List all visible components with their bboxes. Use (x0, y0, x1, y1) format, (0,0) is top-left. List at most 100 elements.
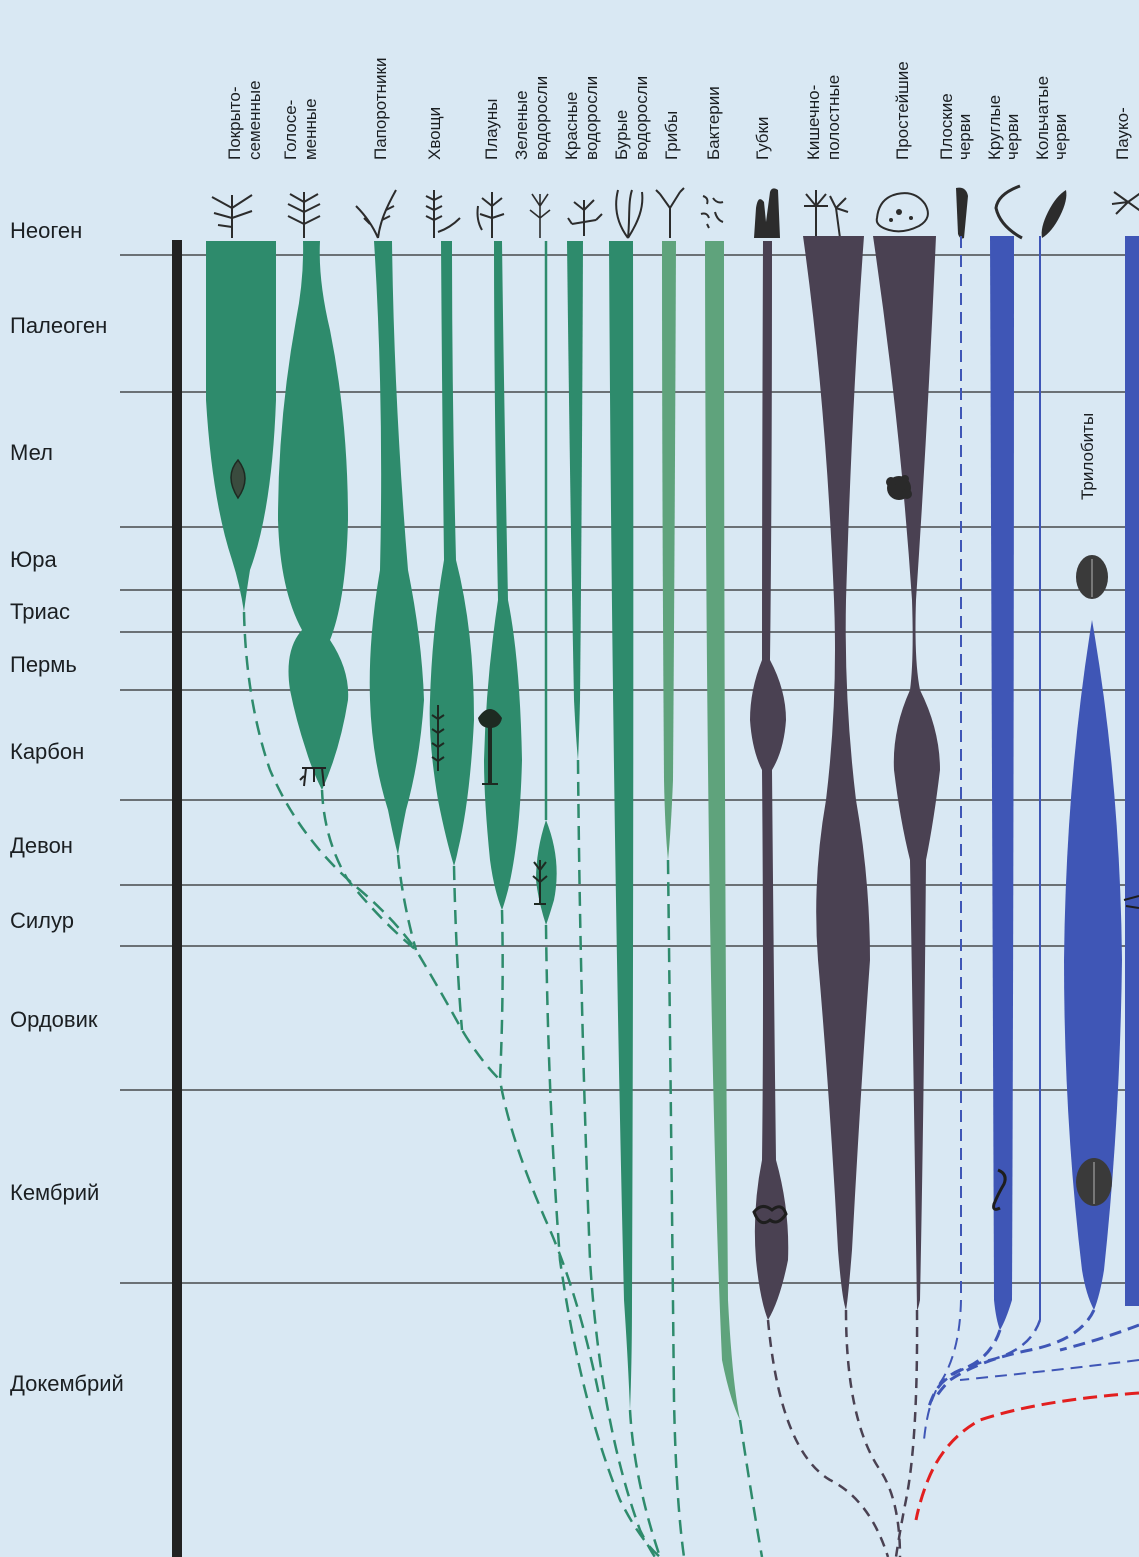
group-label-annelids-1: Кольчатые (1033, 76, 1052, 160)
period-label-carboniferous: Карбон (10, 739, 84, 764)
group-label-coelenterates-2: полостные (824, 75, 843, 160)
coelenterate-icon (804, 190, 849, 239)
protozoa-icon (875, 192, 929, 233)
brown-algae-icon (615, 189, 644, 239)
angiosperms-ancestry (242, 611, 418, 951)
trilobite-icon (1076, 555, 1108, 599)
group-label-fungi: Грибы (662, 111, 681, 160)
sponge-icon (754, 188, 780, 238)
period-label-cretaceous: Мел (10, 440, 53, 465)
early-plant-icon (532, 860, 548, 905)
period-labels: Неоген Палеоген Мел Юра Триас Пермь Карб… (10, 218, 124, 1396)
coelenterates-lineage (803, 236, 870, 1310)
group-label-protozoa: Простейшие (893, 61, 912, 160)
club-mosses-ancestry (498, 909, 602, 1401)
horsetail-fossil-icon (431, 705, 445, 771)
time-axis-bar (172, 240, 182, 1557)
arachnids-ancestry (1059, 1323, 1139, 1352)
period-label-precambrian: Докембрий (10, 1371, 124, 1396)
flatworms-ancestry (923, 1299, 962, 1441)
group-label-roundworms-1: Круглые (985, 95, 1004, 160)
group-label-flatworms-2: черви (955, 114, 974, 160)
trilobite-icon-2 (1076, 1158, 1112, 1206)
group-label-roundworms-2: черви (1003, 114, 1022, 160)
group-label-flatworms-1: Плоские (937, 93, 956, 160)
trilobites-ancestry (932, 1309, 1096, 1401)
arachnid-fossil-icon (1123, 895, 1139, 909)
group-label-bacteria: Бактерии (704, 86, 723, 160)
club-mosses-lineage (484, 241, 522, 910)
angiosperms-lineage (206, 241, 276, 612)
group-label-red-algae-2: водоросли (582, 76, 601, 160)
group-label-annelids-2: черви (1051, 114, 1070, 160)
fungi-icon (655, 187, 685, 238)
brown-algae-ancestry (628, 1409, 662, 1557)
group-label-coelenterates-1: Кишечно- (804, 85, 823, 160)
annelid-icon (1041, 190, 1067, 238)
group-label-club-mosses: Плауны (482, 98, 501, 160)
worm-fossil-icon (992, 1168, 1007, 1211)
group-label-brown-algae-2: водоросли (632, 76, 651, 160)
sponge-fossil-icon (752, 1205, 788, 1225)
seed-fern-icon (299, 767, 326, 787)
red-algae-ancestry (576, 759, 657, 1557)
green-algae-bulge (536, 820, 557, 925)
conifer-icon (287, 192, 321, 238)
period-label-devonian: Девон (10, 833, 73, 858)
gymnosperms-lineage (278, 241, 349, 790)
group-label-gymnosperms-1: Голосе- (281, 100, 300, 160)
fungi-ancestry (666, 859, 686, 1557)
group-label-horsetails: Хвощи (425, 107, 444, 160)
fern-icon (355, 189, 397, 239)
group-label-green-algae-2: водоросли (532, 76, 551, 160)
green-algae-icon (529, 193, 551, 238)
period-label-permian: Пермь (10, 652, 77, 677)
group-label-angiosperms-1: Покрыто- (225, 87, 244, 161)
club-moss-icon (476, 192, 505, 238)
plant-lineages (206, 241, 764, 1557)
worm-lineages (914, 236, 1139, 1521)
roundworms-lineage (990, 236, 1014, 1330)
period-label-neogene: Неоген (10, 218, 82, 243)
group-label-ferns: Папоротники (371, 58, 390, 160)
period-label-triassic: Триас (10, 599, 70, 624)
roundworms-ancestry (926, 1329, 1002, 1411)
ferns-ancestry (396, 854, 418, 951)
flatworm-icon (956, 187, 968, 239)
period-label-cambrian: Кембрий (10, 1180, 99, 1205)
lepidodendron-icon (478, 709, 502, 785)
arachnid-icon (1111, 191, 1139, 215)
group-label-green-algae-1: Зеленые (512, 90, 531, 160)
sponges-ancestry (766, 1319, 890, 1557)
fossil-illustrations (230, 458, 1139, 1225)
red-algae-icon (567, 199, 603, 236)
protozoa-lineage (873, 236, 940, 1310)
ferns-lineage (369, 241, 424, 855)
trilobites-lineage (1064, 620, 1122, 1310)
radiolarian-icon (886, 475, 912, 500)
group-label-sponges: Губки (753, 117, 772, 160)
protozoa-ancestry (894, 1309, 919, 1557)
group-labels: Покрыто- семенные Голосе- менные Папорот… (225, 58, 1132, 160)
period-label-ordovician: Ордовик (10, 1007, 98, 1032)
fungi-lineage (662, 241, 676, 860)
horsetail-icon (425, 190, 461, 238)
bacteria-icon (700, 195, 724, 229)
arachnids-ancestry-2 (959, 1359, 1139, 1381)
green-algae-ancestry (544, 924, 661, 1557)
group-icons (211, 184, 1139, 240)
bacteria-lineage (705, 241, 740, 1420)
bacteria-ancestry (738, 1419, 764, 1557)
group-label-angiosperms-2: семенные (245, 80, 264, 160)
roundworm-icon (994, 184, 1023, 240)
trilobites-label: Трилобиты (1078, 413, 1097, 500)
flowering-plant-icon (211, 194, 253, 238)
period-label-silurian: Силур (10, 908, 74, 933)
group-label-red-algae-1: Красные (562, 92, 581, 160)
red-algae-lineage (567, 241, 583, 760)
red-ancestry-line (914, 1391, 1139, 1521)
group-label-brown-algae-1: Бурые (612, 110, 631, 160)
group-label-gymnosperms-2: менные (301, 98, 320, 160)
